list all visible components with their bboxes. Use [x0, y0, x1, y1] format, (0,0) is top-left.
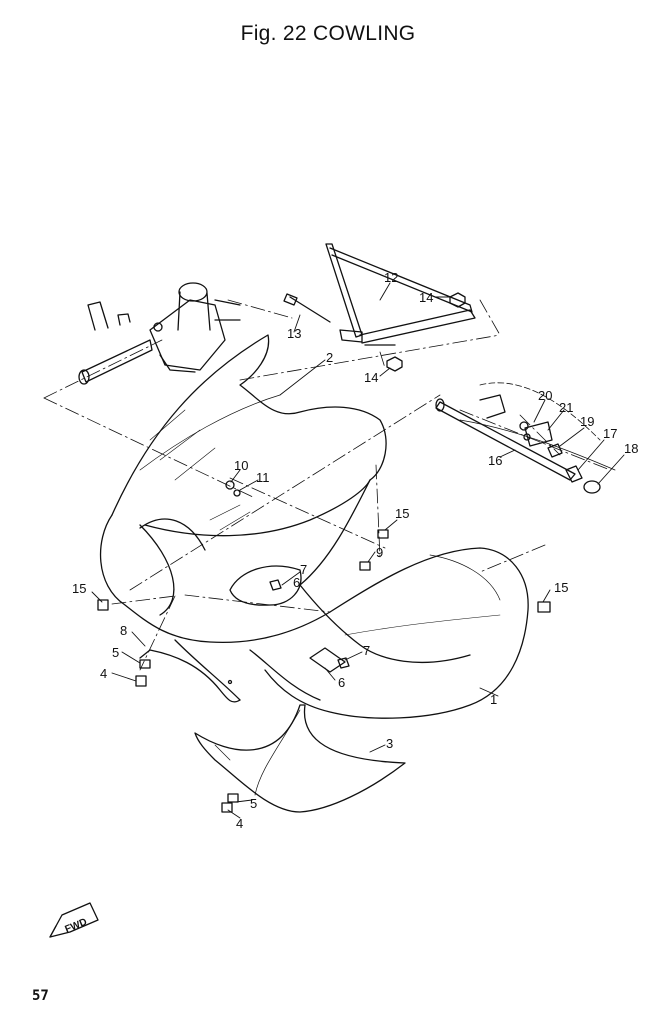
- page-title: Fig. 22 COWLING: [240, 22, 416, 45]
- lower-cowl-part: [194, 704, 406, 813]
- callout-3: 3: [386, 736, 393, 751]
- callout-7b: 7: [363, 643, 370, 658]
- callout-1: 1: [490, 692, 497, 707]
- callout-15a: 15: [395, 506, 409, 521]
- callout-10: 10: [234, 458, 248, 473]
- callout-16: 16: [488, 453, 502, 468]
- cowling-bracket-part: [283, 243, 476, 372]
- callout-2: 2: [326, 350, 333, 365]
- callout-6b: 6: [338, 675, 345, 690]
- leader-lines: [91, 282, 625, 819]
- callout-6a: 6: [293, 575, 300, 590]
- callout-18: 18: [624, 441, 638, 456]
- fwd-arrow-icon: [49, 902, 99, 938]
- callout-17: 17: [603, 426, 617, 441]
- callout-7a: 7: [300, 562, 307, 577]
- callout-14a: 14: [419, 290, 433, 305]
- callout-21: 21: [559, 400, 573, 415]
- fasteners: [97, 480, 551, 813]
- windscreen-part: [111, 334, 387, 531]
- callout-15c: 15: [554, 580, 568, 595]
- callout-14b: 14: [364, 370, 378, 385]
- callout-4a: 4: [100, 666, 107, 681]
- side-cowling-part: [249, 547, 529, 719]
- callout-9: 9: [376, 545, 383, 560]
- callout-5a: 5: [112, 645, 119, 660]
- page-number: 57: [32, 988, 49, 1004]
- callout-20: 20: [538, 388, 552, 403]
- alignment-lines: [43, 299, 611, 671]
- callout-8: 8: [120, 623, 127, 638]
- callout-13: 13: [287, 326, 301, 341]
- callout-12: 12: [384, 270, 398, 285]
- callout-19: 19: [580, 414, 594, 429]
- mounting-stay-part: [435, 382, 616, 494]
- upper-cowling-part: [99, 479, 371, 703]
- callout-15b: 15: [72, 581, 86, 596]
- frame-head-part: [78, 282, 241, 385]
- callout-5b: 5: [250, 796, 257, 811]
- callout-4b: 4: [236, 816, 243, 831]
- callout-11: 11: [256, 470, 270, 485]
